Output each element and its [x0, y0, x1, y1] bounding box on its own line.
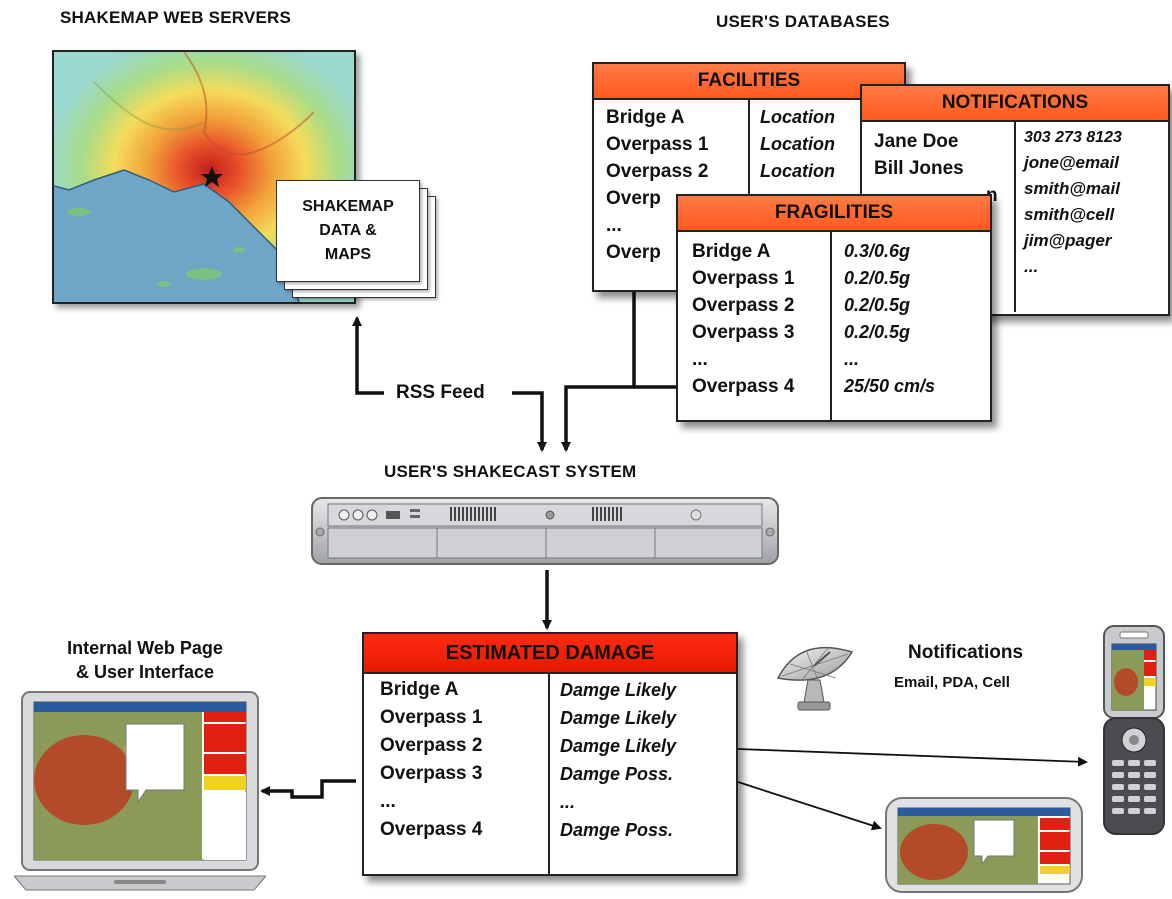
- facility-name: Bridge A: [606, 107, 685, 128]
- facility-name: Overpass 1: [606, 134, 709, 155]
- notifications-heading: Notifications: [908, 642, 1024, 663]
- contact-name: Jane Doe: [874, 131, 959, 152]
- fragility-value: 0.2/0.5g: [844, 295, 911, 315]
- epicenter-star-icon: [201, 166, 223, 187]
- pda-device: [884, 796, 1084, 894]
- damage-facility: Bridge A: [380, 679, 459, 700]
- estimated-damage-title: ESTIMATED DAMAGE: [364, 634, 736, 674]
- contact-address: jim@pager: [1024, 231, 1112, 250]
- rss-to-shakemap-arrow: [352, 316, 384, 395]
- web-page-heading: Internal Web Page & User Interface: [67, 638, 223, 682]
- fragility-value: 0.3/0.6g: [844, 241, 911, 261]
- shakemap-data-label: SHAKEMAP DATA & MAPS: [302, 198, 394, 263]
- notifications-title: NOTIFICATIONS: [862, 86, 1168, 122]
- damage-to-pda-arrow: [737, 781, 882, 831]
- fragility-facility: Overpass 3: [692, 322, 795, 343]
- estimated-damage-table: ESTIMATED DAMAGE Bridge A Overpass 1 Ove…: [362, 632, 738, 876]
- damage-status: Damge Likely: [560, 680, 677, 700]
- rss-to-system-arrow: [512, 391, 547, 452]
- fragility-facility: ...: [692, 349, 708, 370]
- facility-location: Location: [760, 107, 835, 127]
- shakecast-server-icon: [310, 496, 780, 566]
- facility-location: Location: [760, 134, 835, 154]
- fragility-facility: Overpass 2: [692, 295, 795, 316]
- satellite-dish-icon: [770, 640, 860, 720]
- damage-status: ...: [560, 792, 576, 812]
- cell-phone-device: [1100, 624, 1168, 838]
- damage-facility: ...: [380, 791, 396, 812]
- damage-status: Damge Poss.: [560, 820, 674, 840]
- contact-address: smith@cell: [1024, 205, 1115, 224]
- fragility-value: 0.2/0.5g: [844, 268, 911, 288]
- shakecast-system-heading: USER'S SHAKECAST SYSTEM: [384, 462, 637, 481]
- damage-status: Damge Poss.: [560, 764, 674, 784]
- shakemap-data-sheet: SHAKEMAP DATA & MAPS: [276, 180, 420, 282]
- facilities-title: FACILITIES: [594, 64, 904, 100]
- damage-to-webpage-arrow: [260, 779, 356, 799]
- databases-to-system-arrow: [561, 292, 636, 452]
- facility-name: ...: [606, 215, 622, 236]
- contact-address: jone@email: [1024, 153, 1119, 172]
- damage-to-phone-arrow: [737, 748, 1088, 767]
- fragility-facility: Overpass 4: [692, 376, 795, 397]
- rss-feed-label: RSS Feed: [392, 382, 489, 404]
- fragility-value: 25/50 cm/s: [844, 376, 936, 396]
- notification-channels: Email, PDA, Cell: [894, 674, 1010, 691]
- damage-facility: Overpass 4: [380, 819, 483, 840]
- contact-name: Bill Jones: [874, 158, 964, 179]
- fragility-value: ...: [844, 349, 860, 369]
- shakemap-web-servers-heading: SHAKEMAP WEB SERVERS: [60, 8, 292, 27]
- contact-address: ...: [1024, 257, 1039, 276]
- contact-address: 303 273 8123: [1024, 129, 1122, 146]
- damage-facility: Overpass 3: [380, 763, 483, 784]
- fragility-facility: Overpass 1: [692, 268, 795, 289]
- fragilities-title: FRAGILITIES: [678, 196, 990, 232]
- fragility-value: 0.2/0.5g: [844, 322, 911, 342]
- laptop-web-interface: [12, 690, 268, 894]
- fragilities-table: FRAGILITIES Bridge A Overpass 1 Overpass…: [676, 194, 992, 422]
- damage-status: Damge Likely: [560, 736, 677, 756]
- facility-name: Overp: [606, 242, 661, 263]
- fragility-facility: Bridge A: [692, 241, 771, 262]
- damage-status: Damge Likely: [560, 708, 677, 728]
- damage-facility: Overpass 1: [380, 707, 483, 728]
- damage-facility: Overpass 2: [380, 735, 483, 756]
- facility-name: Overpass 2: [606, 161, 709, 182]
- facility-name: Overp: [606, 188, 661, 209]
- contact-address: smith@mail: [1024, 179, 1120, 198]
- users-databases-heading: USER'S DATABASES: [716, 12, 890, 31]
- facility-location: Location: [760, 161, 835, 181]
